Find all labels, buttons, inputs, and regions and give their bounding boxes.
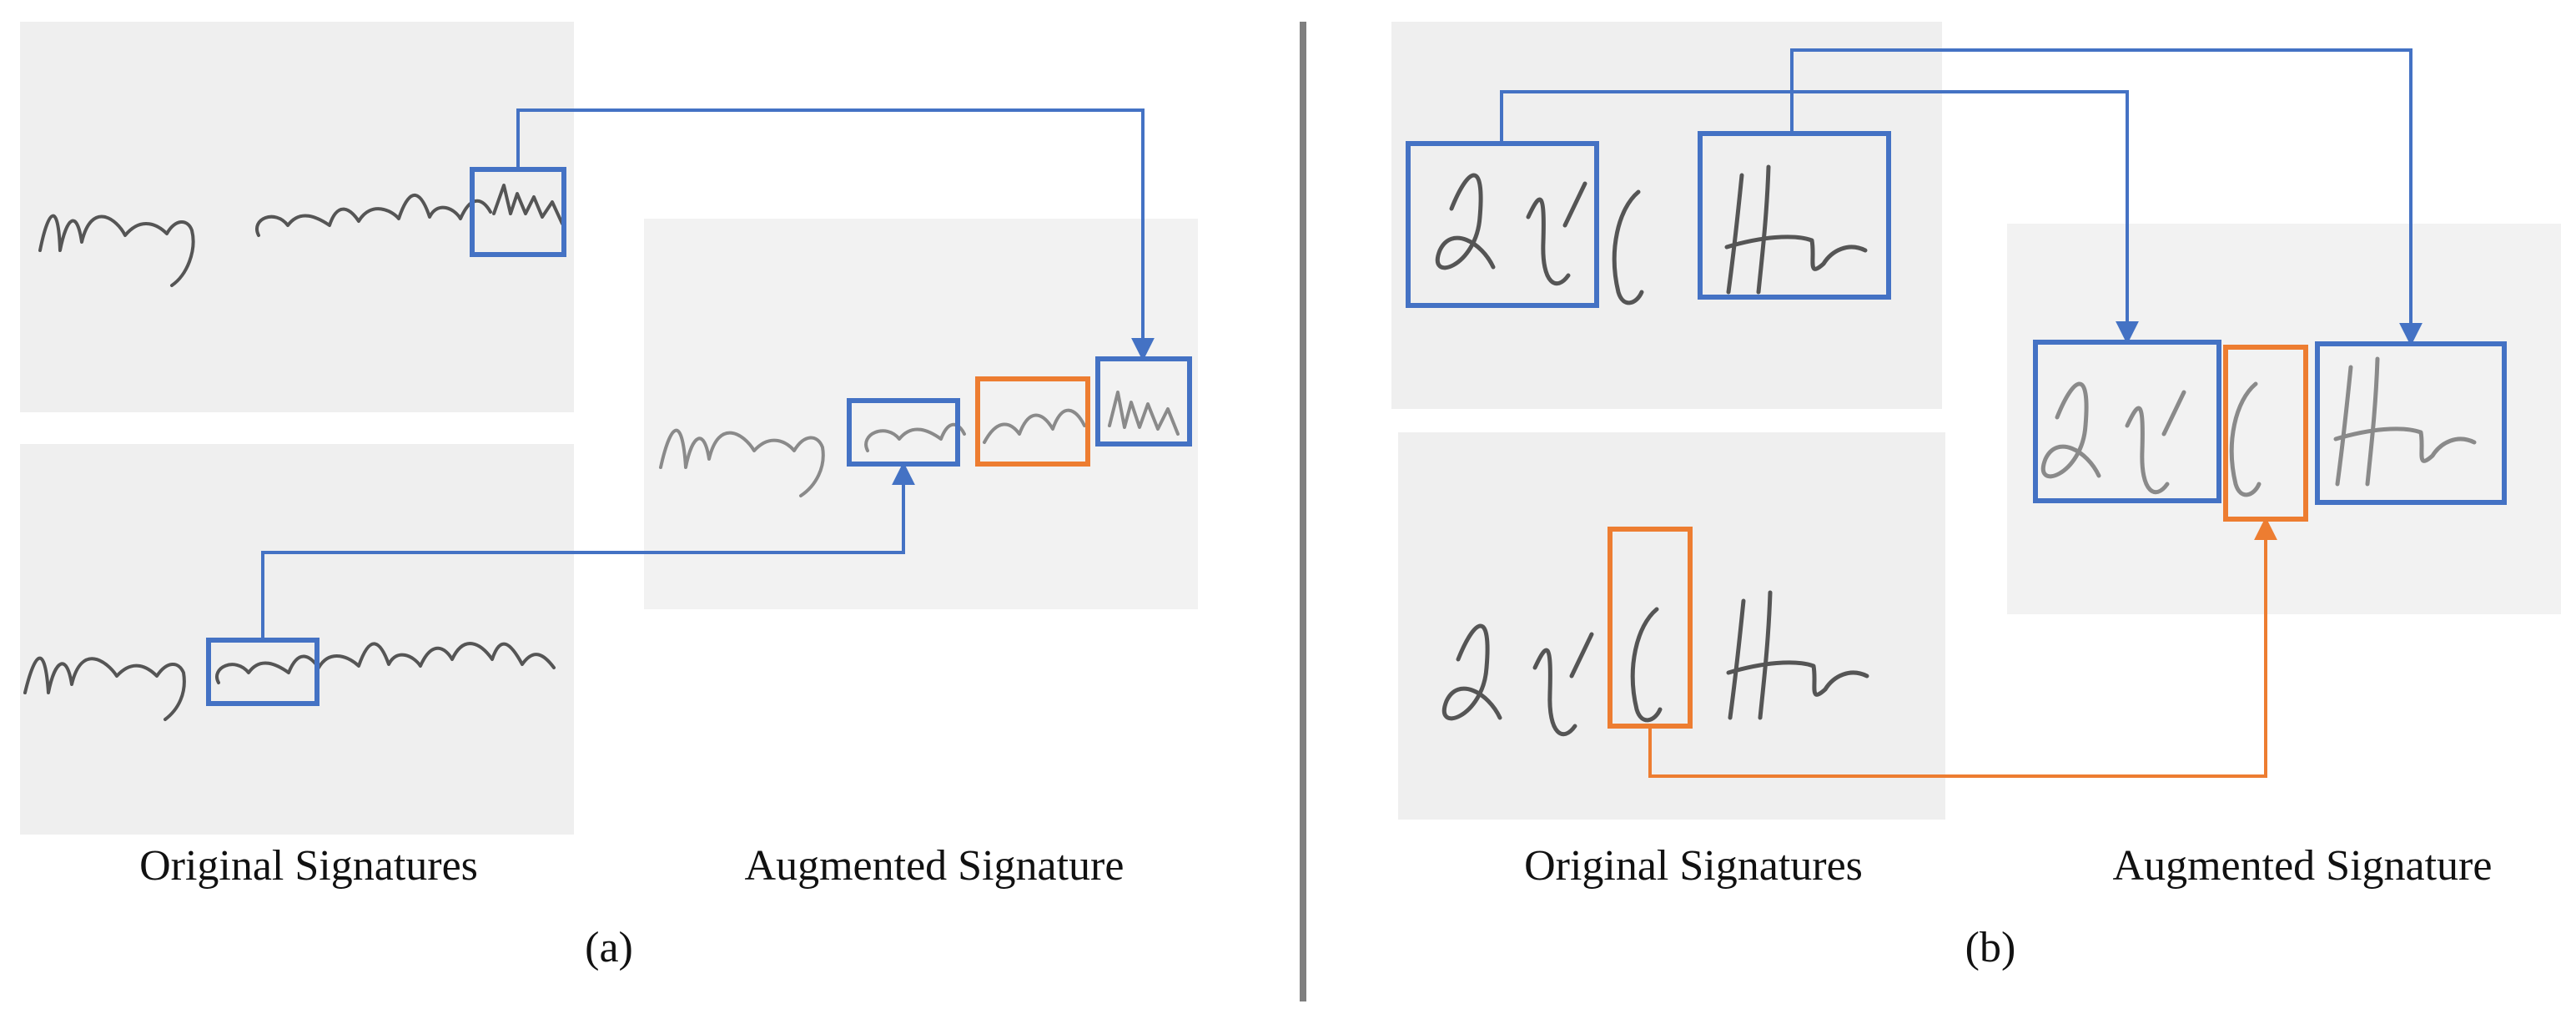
panel-label-a: (a)	[585, 924, 633, 971]
caption-augmented-signature-b: Augmented Signature	[2112, 842, 2493, 890]
panel-label-b: (b)	[1965, 924, 2016, 971]
arrow-b1-right-to-augmented	[1790, 48, 2423, 346]
original-signature-b2	[1398, 432, 1945, 820]
arrow-a1-to-augmented	[516, 108, 1155, 361]
panel-a	[20, 22, 1198, 835]
arrow-b2-to-augmented	[1648, 517, 2277, 778]
panel-b	[1391, 22, 2561, 820]
original-signature-b1	[1391, 22, 1942, 409]
augmented-signature-b	[2007, 224, 2561, 614]
arrow-a2-to-augmented	[261, 462, 915, 640]
arrow-b1-left-to-augmented	[1500, 90, 2139, 345]
augmented-signature-a	[644, 219, 1198, 609]
caption-original-signatures-a: Original Signatures	[139, 842, 478, 890]
highlight-box-b1-right	[1698, 131, 1891, 300]
caption-augmented-signature-a: Augmented Signature	[744, 842, 1124, 890]
original-signature-a1	[20, 22, 574, 412]
augmented-box-a-orange	[975, 376, 1090, 467]
caption-original-signatures-b: Original Signatures	[1524, 842, 1863, 890]
